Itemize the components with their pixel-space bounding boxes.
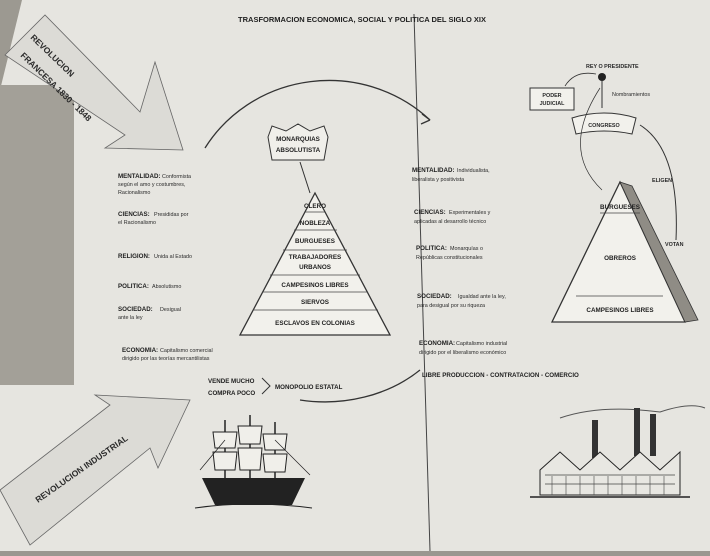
left-note-religion-text-1: Unida al Estado	[154, 254, 192, 260]
ruler-arc	[580, 87, 603, 191]
cycle-arc-top	[204, 79, 431, 149]
pyramid-left-level-5: CAMPESINOS LIBRES	[281, 282, 348, 289]
left-notes: MENTALIDAD: Conformista según el amo y c…	[118, 173, 213, 362]
right-note-sociedad-text-1: Igualdad ante la ley,	[458, 294, 506, 300]
pyramid-left-level-4b: URBANOS	[299, 264, 331, 271]
absolutist-society-pyramid: CLERO NOBLEZA BURGUESES TRABAJADORES URB…	[238, 191, 392, 336]
pyramid-left-level-3: BURGUESES	[295, 238, 335, 245]
left-note-ciencias-label: CIENCIAS:	[118, 211, 150, 218]
left-note-economia-label: ECONOMIA:	[122, 347, 158, 354]
right-note-economia-text-1: Capitalismo industrial	[456, 341, 507, 347]
right-note-economia-label: ECONOMIA:	[419, 340, 455, 347]
appoints-label: Nombramientos	[612, 92, 650, 98]
judicial-line1: PODER	[542, 93, 561, 99]
ruler-node	[598, 73, 606, 81]
pyramid-right-level-3: CAMPESINOS LIBRES	[586, 307, 653, 314]
pyramid-left-level-6: SIERVOS	[301, 299, 329, 306]
left-note-religion-label: RELIGION:	[118, 253, 150, 260]
right-notes: MENTALIDAD: Individualista, liberalista …	[412, 167, 579, 379]
right-note-ciencias-text-2: aplicadas al desarrollo técnico	[414, 219, 486, 225]
free-market-chain: LIBRE PRODUCCION - CONTRATACION - COMERC…	[422, 372, 579, 379]
pyramid-left-level-2: NOBLEZA	[300, 220, 331, 227]
left-note-economia-text-2: dirigido por las teorías mercantilistas	[122, 356, 210, 362]
factory-illustration	[530, 405, 706, 498]
elects-label: ELIGEN	[652, 178, 672, 184]
crown-connector	[299, 161, 311, 194]
crown-line2: ABSOLUTISTA	[276, 147, 321, 154]
left-note-politica-label: POLITICA:	[118, 283, 149, 290]
congress-label: CONGRESO	[588, 123, 619, 129]
government-structure: REY O PRESIDENTE PODER JUDICIAL Nombrami…	[529, 64, 684, 248]
cycle-arc-bottom	[299, 369, 421, 403]
liberal-society-pyramid: BURGUESES OBREROS CAMPESINOS LIBRES	[550, 180, 699, 323]
pyramid-left-level-4a: TRABAJADORES	[289, 254, 341, 261]
right-note-politica-text-2: Repúblicas constitucionales	[416, 255, 483, 261]
ruler-label: REY O PRESIDENTE	[586, 64, 639, 70]
judicial-box	[529, 87, 575, 111]
right-note-sociedad-text-2: para desigual por su riqueza	[417, 303, 485, 309]
pyramid-left-level-7: ESCLAVOS EN COLONIAS	[275, 320, 355, 327]
right-note-politica-label: POLITICA:	[416, 245, 447, 252]
right-note-ciencias-text-1: Experimentales y	[449, 210, 491, 216]
monopoly-label: MONOPOLIO ESTATAL	[275, 384, 343, 391]
pyramid-left-level-1: CLERO	[304, 203, 326, 210]
left-note-mentalidad-text-2: según el amo y costumbres,	[118, 182, 186, 188]
left-note-economia-text-1: Capitalismo comercial	[160, 348, 213, 354]
diagram-title: TRASFORMACION ECONOMICA, SOCIAL Y POLITI…	[238, 15, 486, 24]
right-note-ciencias-label: CIENCIAS:	[414, 209, 446, 216]
arc-arrowhead-top	[420, 113, 431, 125]
right-note-mentalidad-text-1: Individualista,	[457, 168, 490, 174]
left-shade	[0, 85, 74, 385]
ruler-to-judicial	[564, 72, 597, 87]
left-note-mentalidad-text-1: Conformista	[162, 174, 191, 180]
left-note-ciencias-text-2: el Racionalismo	[118, 220, 156, 226]
left-note-ciencias-text-1: Presididas por	[154, 212, 189, 218]
left-note-mentalidad-text-3: Racionalismo	[118, 190, 150, 196]
right-note-sociedad-label: SOCIEDAD:	[417, 293, 452, 300]
trade-line-2: COMPRA POCO	[208, 390, 255, 397]
left-note-sociedad-label: SOCIEDAD:	[118, 306, 153, 313]
right-note-mentalidad-text-2: liberalista y positivista	[412, 177, 464, 183]
vote-arc	[639, 124, 677, 241]
trade-brace	[261, 377, 271, 395]
pyramid-right-level-2: OBREROS	[604, 255, 636, 262]
trade-line-1: VENDE MUCHO	[208, 378, 255, 385]
vote-label: VOTAN	[665, 242, 684, 248]
judicial-line2: JUDICIAL	[540, 101, 566, 107]
crown-line1: MONARQUIAS	[276, 136, 320, 143]
pyramid-right-level-1: BURGUESES	[600, 204, 640, 211]
left-note-mentalidad-label: MENTALIDAD:	[118, 173, 161, 180]
left-note-sociedad-text-1: Desigual	[160, 307, 181, 313]
right-note-mentalidad-label: MENTALIDAD:	[412, 167, 455, 174]
industrial-revolution-arrow: REVOLUCION INDUSTRIAL	[0, 394, 191, 546]
congress-scroll	[571, 112, 637, 135]
sailing-ship-illustration	[194, 415, 313, 509]
right-note-economia-text-2: dirigido por el liberalismo económico	[419, 350, 506, 356]
monarchy-crown: MONARQUIAS ABSOLUTISTA	[267, 123, 329, 161]
right-note-politica-text-1: Monarquías o	[450, 246, 483, 252]
left-note-politica-text-1: Absolutismo	[152, 284, 181, 290]
center-divider	[413, 13, 431, 552]
left-note-sociedad-text-2: ante la ley	[118, 315, 143, 321]
